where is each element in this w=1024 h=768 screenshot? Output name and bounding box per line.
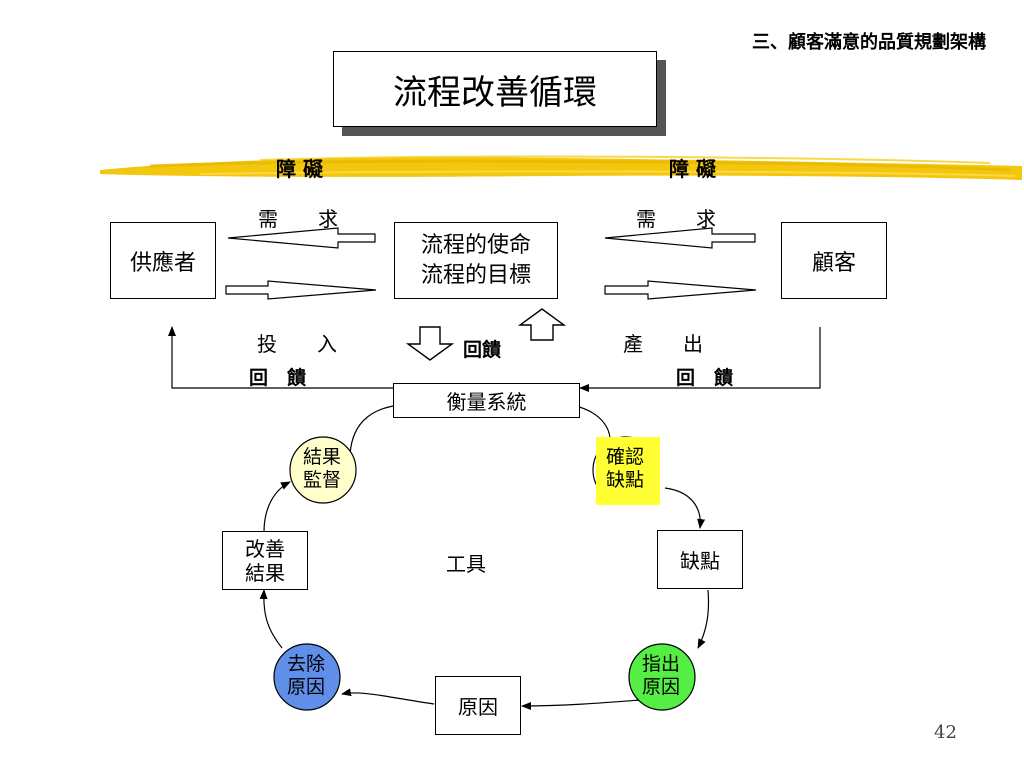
input-label: 投 入	[257, 332, 337, 356]
circle-confirm-label: 確認 缺點	[606, 446, 644, 492]
circle-remove-cause	[273, 643, 341, 711]
up-block-arrow	[517, 308, 567, 341]
arrow-improve-to-monitor	[263, 481, 291, 533]
demand-label-left: 需 求	[258, 207, 338, 231]
circle-point-cause	[628, 643, 696, 711]
arrow-confirm-to-defect	[664, 487, 706, 529]
feedback-label-center: 回饋	[463, 339, 502, 361]
customer-box: 顧客	[781, 222, 887, 299]
down-block-arrow	[405, 326, 455, 361]
tools-label: 工具	[446, 552, 486, 576]
defect-box: 缺點	[657, 530, 743, 589]
remove-cause-line1: 去除	[287, 653, 326, 675]
feedback-line-left	[168, 326, 393, 389]
feedback-line-right	[579, 327, 821, 392]
point-cause-line2: 原因	[642, 676, 681, 698]
remove-cause-line2: 原因	[287, 676, 326, 698]
supplier-box: 供應者	[110, 222, 216, 299]
arrow-defect-to-point	[697, 589, 710, 649]
barrier-label-right: 障 礙	[669, 157, 716, 181]
arrow-remove-to-improve	[259, 589, 283, 649]
demand-arrow-right	[604, 227, 756, 249]
result-text: 結果	[245, 560, 285, 585]
process-goal-text: 流程的目標	[420, 262, 531, 288]
input-arrow	[225, 280, 377, 300]
demand-label-right: 需 求	[636, 207, 716, 231]
output-arrow	[604, 280, 757, 300]
feedback-label-left: 回 饋	[249, 367, 307, 389]
circle-point-cause-label: 指出 原因	[642, 653, 680, 699]
output-label: 產 出	[623, 332, 703, 356]
improve-result-box: 改善 結果	[222, 531, 308, 590]
demand-arrow-left	[227, 227, 376, 249]
page-number: 42	[934, 722, 957, 743]
improve-text: 改善	[245, 536, 285, 561]
section-title: 三、顧客滿意的品質規劃架構	[752, 32, 986, 53]
feedback-label-right: 回 饋	[676, 367, 734, 389]
measurement-system-box: 衡量系統	[393, 383, 580, 418]
confirm-line2: 缺點	[606, 469, 645, 491]
process-mission-text: 流程的使命	[420, 232, 531, 258]
monitor-line2: 監督	[303, 469, 342, 491]
barrier-label-left: 障 礙	[276, 157, 323, 181]
process-box: 流程的使命 流程的目標	[394, 222, 558, 299]
circle-remove-cause-label: 去除 原因	[287, 653, 325, 699]
barrier-brush-stroke	[100, 155, 1022, 180]
point-cause-line1: 指出	[642, 653, 681, 675]
arrow-cause-to-remove	[341, 688, 435, 705]
circle-monitor-label: 結果 監督	[303, 446, 341, 492]
confirm-highlight	[596, 437, 660, 505]
cause-box: 原因	[435, 676, 521, 735]
monitor-line1: 結果	[303, 446, 342, 468]
circle-monitor	[289, 436, 357, 504]
confirm-line1: 確認	[606, 446, 645, 468]
diagram-title: 流程改善循環	[333, 51, 657, 127]
arrow-point-to-cause	[521, 699, 641, 710]
